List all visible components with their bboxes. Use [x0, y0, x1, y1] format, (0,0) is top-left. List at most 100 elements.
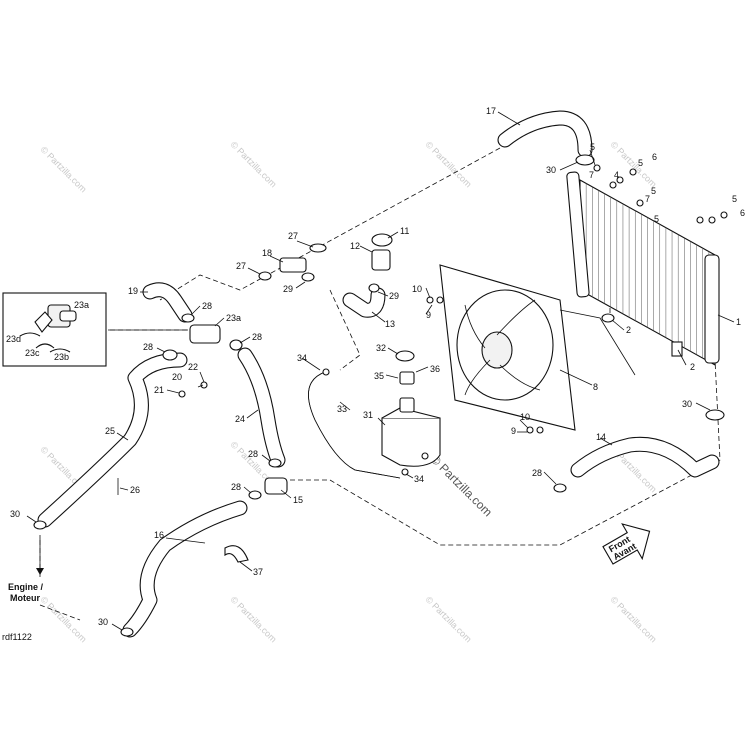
- fittings: [33, 154, 728, 637]
- label-15: 15: [293, 495, 303, 505]
- label-2: 2: [690, 362, 695, 372]
- tank-cap: [395, 350, 415, 362]
- figure-code: rdf1122: [2, 632, 32, 642]
- bolt: [178, 390, 186, 398]
- label-24: 24: [235, 414, 245, 424]
- tank-bracket: [399, 371, 415, 385]
- clamp: [268, 458, 282, 468]
- watermark: © Partzilla.com: [424, 594, 474, 644]
- bolt: [200, 381, 208, 389]
- label-23a: 23a: [226, 313, 241, 323]
- bolt: [526, 426, 534, 434]
- radiator-fins: [585, 183, 710, 362]
- label-1: 1: [736, 317, 741, 327]
- label-9: 9: [426, 310, 431, 320]
- radiator-mount: [671, 341, 683, 357]
- front-direction-arrow: Front Avant: [602, 523, 651, 565]
- label-36: 36: [430, 364, 440, 374]
- fitting-34: [401, 468, 409, 476]
- part-labels: 17 30 5 7 4 5 6 5 7 5 5 6 1 2 2 30 8 14 …: [6, 106, 745, 627]
- label-29: 29: [389, 291, 399, 301]
- clamp: [575, 154, 595, 166]
- clamp: [248, 490, 262, 500]
- clamp: [258, 271, 272, 281]
- label-19: 19: [128, 286, 138, 296]
- label-5: 5: [590, 142, 595, 152]
- label-14: 14: [596, 432, 606, 442]
- label-31: 31: [363, 410, 373, 420]
- label-33: 33: [337, 404, 347, 414]
- clamp: [553, 483, 567, 493]
- label-17: 17: [486, 106, 496, 116]
- label-34: 34: [297, 353, 307, 363]
- clip-37: [224, 545, 249, 563]
- label-5: 5: [638, 158, 643, 168]
- engine-indicator: Engine / Moteur: [8, 535, 44, 603]
- label-28: 28: [143, 342, 153, 352]
- bolt: [636, 199, 644, 207]
- label-16: 16: [154, 530, 164, 540]
- thermostat-inset: [2, 292, 107, 367]
- label-18: 18: [262, 248, 272, 258]
- clamp: [301, 272, 315, 282]
- o-ring-23d: [19, 332, 41, 337]
- tank-neck: [399, 397, 415, 413]
- label-2: 2: [626, 325, 631, 335]
- label-10: 10: [520, 412, 530, 422]
- label-10: 10: [412, 284, 422, 294]
- label-13: 13: [385, 319, 395, 329]
- fan-motor: [481, 331, 513, 369]
- bolt: [616, 176, 624, 184]
- watermark-main: © Partzilla.com: [428, 452, 495, 519]
- label-26: 26: [130, 485, 140, 495]
- bolt: [708, 216, 716, 224]
- label-29: 29: [283, 284, 293, 294]
- watermark: © Partzilla.com: [424, 139, 474, 189]
- radiator-left-tank: [566, 171, 590, 298]
- bolt: [629, 168, 637, 176]
- coolant-tank-assembly: [381, 350, 441, 467]
- label-27: 27: [288, 231, 298, 241]
- watermark: © Partzilla.com: [229, 139, 279, 189]
- bolt: [593, 164, 601, 172]
- filler-neck: [371, 249, 391, 271]
- clamp: [309, 243, 327, 253]
- bolt: [720, 211, 728, 219]
- label-28: 28: [248, 449, 258, 459]
- label-5: 5: [732, 194, 737, 204]
- label-34: 34: [414, 474, 424, 484]
- engine-label-line1: Engine /: [8, 582, 44, 592]
- label-5: 5: [654, 214, 659, 224]
- bolt: [436, 296, 444, 304]
- label-6: 6: [652, 152, 657, 162]
- clamp: [368, 283, 380, 293]
- o-ring-23b: [49, 348, 71, 353]
- label-25: 25: [105, 426, 115, 436]
- label-5: 5: [651, 186, 656, 196]
- radiator-cap: [371, 233, 393, 247]
- label-30: 30: [682, 399, 692, 409]
- label-7: 7: [589, 170, 594, 180]
- clamp: [229, 339, 243, 351]
- label-12: 12: [350, 241, 360, 251]
- engine-label-line2: Moteur: [10, 593, 40, 603]
- label-8: 8: [593, 382, 598, 392]
- label-28: 28: [532, 468, 542, 478]
- label-22: 22: [188, 362, 198, 372]
- watermark: © Partzilla.com: [39, 594, 89, 644]
- label-23a-inset: 23a: [74, 300, 89, 310]
- grommet: [601, 313, 615, 323]
- label-37: 37: [253, 567, 263, 577]
- watermark: © Partzilla.com: [39, 144, 89, 194]
- bolt: [609, 181, 617, 189]
- watermark: © Partzilla.com: [229, 594, 279, 644]
- clamp: [33, 520, 47, 530]
- fitting-34: [322, 368, 330, 376]
- bolt: [536, 426, 544, 434]
- label-28: 28: [231, 482, 241, 492]
- label-27: 27: [236, 261, 246, 271]
- label-9: 9: [511, 426, 516, 436]
- fan-assembly: [439, 264, 636, 431]
- label-30: 30: [10, 509, 20, 519]
